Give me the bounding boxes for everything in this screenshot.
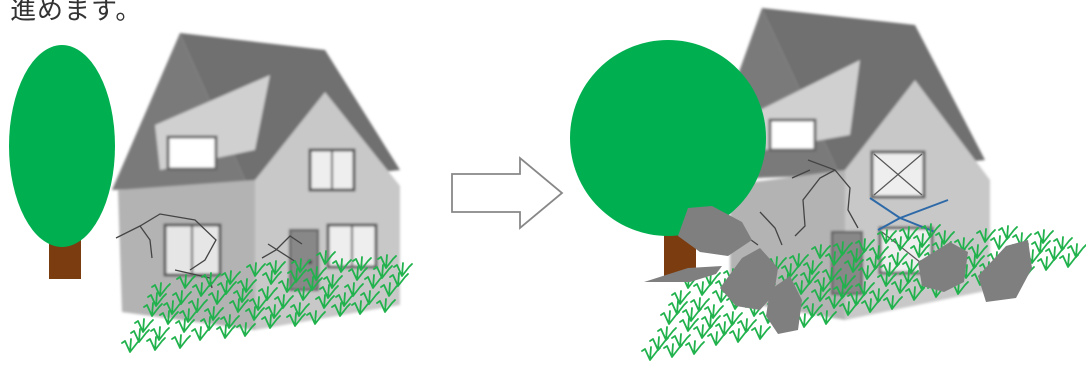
house-before xyxy=(9,33,412,352)
tree-foliage xyxy=(9,45,115,247)
grass-tuft xyxy=(217,325,235,338)
grass-tuft xyxy=(147,337,165,350)
tree-before xyxy=(9,45,115,279)
grass-tuft xyxy=(752,326,770,339)
grass-tuft xyxy=(1068,244,1086,257)
grass-tuft xyxy=(122,339,140,352)
dormer-window xyxy=(168,137,216,169)
grass-tuft xyxy=(135,319,153,332)
grass-tuft xyxy=(192,327,210,340)
grass-tuft xyxy=(686,341,704,354)
grass-tuft xyxy=(172,335,190,348)
dormer-window xyxy=(770,120,815,150)
tree-foliage xyxy=(570,40,766,236)
arrow-right xyxy=(452,158,562,228)
grass-tuft xyxy=(131,329,149,342)
house-after xyxy=(570,8,1086,360)
arrow-right-icon xyxy=(452,158,562,228)
grass-tuft xyxy=(151,327,169,340)
